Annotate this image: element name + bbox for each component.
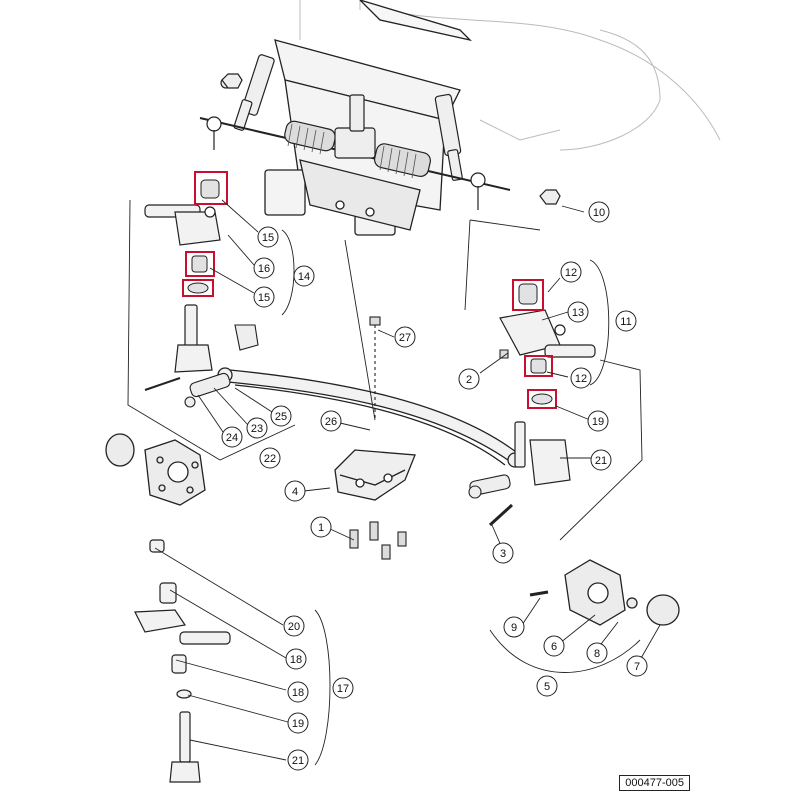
highlighted-parts [187,179,553,405]
callout-26: 26 [320,410,342,432]
shock-absorber-right [434,93,463,181]
right-spindle-assembly [499,309,596,486]
svg-text:27: 27 [399,332,411,344]
callout-19-bottom: 19 [287,712,309,734]
axle-frame-assembly [264,0,473,236]
svg-text:25: 25 [275,411,287,423]
callout-3: 3 [492,542,514,564]
callout-4: 4 [284,480,306,502]
svg-text:13: 13 [572,307,584,319]
callout-22: 22 [259,447,281,469]
left-spindle-assembly [144,204,221,373]
leader-lines [154,199,661,761]
callout-18-top: 18 [285,648,307,670]
svg-text:12: 12 [565,267,577,279]
callout-15-top: 15 [257,226,279,248]
callout-15-bottom: 15 [253,286,275,308]
svg-text:20: 20 [288,621,300,633]
svg-text:19: 19 [592,416,604,428]
shock-absorber-left [220,54,275,131]
steering-rack [199,94,511,210]
figure-reference-number: 000477-005 [619,775,690,791]
callout-19-right: 19 [587,410,609,432]
callout-1: 1 [310,516,332,538]
bolts [349,316,549,597]
callout-18-bottom: 18 [287,681,309,703]
callout-12-top: 12 [560,261,582,283]
callout-6: 6 [543,635,565,657]
nut-10 [539,189,561,205]
callout-17: 17 [332,677,354,699]
callout-7: 7 [626,655,648,677]
callout-5: 5 [536,675,558,697]
callout-25: 25 [270,405,292,427]
svg-text:15: 15 [258,292,270,304]
svg-text:23: 23 [251,423,263,435]
spring-mounting-parts [144,324,511,499]
callout-24: 24 [221,426,243,448]
svg-text:4: 4 [292,486,298,498]
svg-text:24: 24 [226,432,238,444]
callout-2: 2 [458,368,480,390]
svg-text:9: 9 [511,622,517,634]
svg-text:7: 7 [634,661,640,673]
left-hub-assembly [105,433,206,506]
callout-21-bottom: 21 [287,749,309,771]
callouts: 1 2 3 4 5 6 7 8 9 10 11 12 12 13 14 15 1… [221,201,648,771]
highlight-boxes [182,171,557,409]
svg-text:22: 22 [264,453,276,465]
callout-20: 20 [283,615,305,637]
right-hub-assembly [564,559,680,626]
frame-outline [299,0,721,151]
svg-text:12: 12 [575,373,587,385]
nut-top [221,73,243,89]
svg-text:15: 15 [262,232,274,244]
callout-16: 16 [253,257,275,279]
callout-8: 8 [586,642,608,664]
highlight-bushing-12-bottom [524,355,553,377]
callout-10: 10 [588,201,610,223]
svg-text:21: 21 [595,455,607,467]
callout-23: 23 [246,417,268,439]
svg-text:8: 8 [594,648,600,660]
callout-21-right: 21 [590,449,612,471]
callout-12-bottom: 12 [570,367,592,389]
svg-text:21: 21 [292,755,304,767]
svg-text:1: 1 [318,522,324,534]
bracket-lines [127,199,643,766]
highlight-washer-19 [527,389,557,409]
svg-text:14: 14 [298,271,310,283]
svg-text:6: 6 [551,641,557,653]
svg-text:18: 18 [292,687,304,699]
highlight-bushing-15-top [194,171,228,205]
svg-text:2: 2 [466,374,472,386]
callout-14: 14 [293,265,315,287]
svg-text:10: 10 [593,207,605,219]
spindle-detail-17 [134,539,231,783]
svg-text:16: 16 [258,263,270,275]
svg-text:11: 11 [620,316,631,328]
callout-9: 9 [503,616,525,638]
spring-pad-bracket [334,449,416,501]
callout-11: 11 [615,310,637,332]
svg-text:26: 26 [325,416,337,428]
callout-13: 13 [567,301,589,323]
svg-text:19: 19 [292,718,304,730]
highlight-bushing-12-top [512,279,544,311]
callout-27: 27 [394,326,416,348]
svg-text:3: 3 [500,548,506,560]
svg-text:18: 18 [290,654,302,666]
svg-text:17: 17 [337,683,349,695]
svg-text:5: 5 [544,681,550,693]
highlight-washer-left [182,279,214,297]
highlight-bushing-15-bottom [185,251,215,277]
